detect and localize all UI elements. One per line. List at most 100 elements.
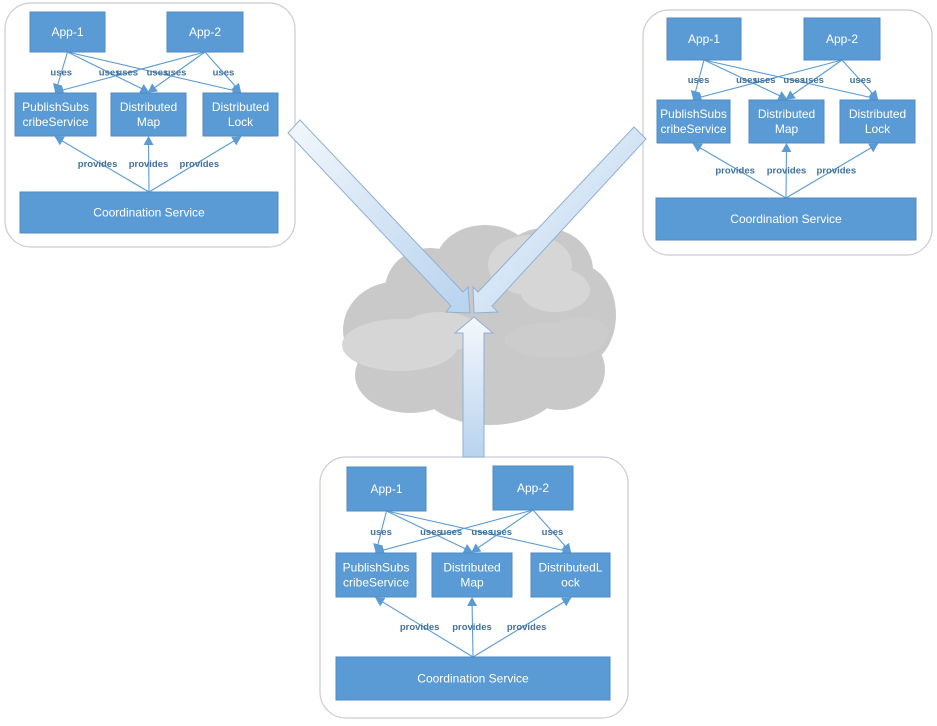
app-node-label: App-1 [688,32,720,46]
uses-edge [386,510,473,554]
service-node-label: PublishSubs [343,561,410,575]
service-node-box[interactable] [530,552,611,598]
connection-arrow-top-right [472,126,647,314]
app-node-label: App-2 [517,481,549,495]
app-node-box[interactable] [492,465,574,511]
uses-edge [386,510,572,556]
uses-edge [703,59,788,101]
coordination-service-label: Coordination Service [417,672,529,686]
coordination-service-label: Coordination Service [730,212,842,226]
provides-edge [467,597,478,658]
uses-edge [785,59,843,100]
service-node-label: DistributedL [538,561,602,575]
provides-edge [375,597,474,658]
connection-arrow-top-left [287,119,471,314]
uses-edge [147,51,206,93]
coordination-service-box[interactable] [335,656,611,701]
provides-label: provides [400,622,440,633]
service-node-label: Distributed [212,100,269,114]
app-node-box[interactable] [803,17,881,61]
provides-edge [143,136,154,193]
service-node-box[interactable] [202,92,279,137]
uses-edge [471,509,534,553]
provides-label: provides [129,159,169,170]
app-node-box[interactable] [666,17,742,61]
coordination-service-box[interactable] [19,191,279,234]
service-node-label: Map [137,115,161,129]
uses-label: uses [213,68,235,79]
app-node-2[interactable]: App-2 [803,17,881,61]
uses-label: uses [736,75,758,86]
uses-label: uses [471,527,493,538]
app-node-box[interactable] [29,11,106,53]
edges [373,509,572,658]
uses-edge [841,59,879,100]
uses-label: uses [542,527,564,538]
app-node-label: App-2 [189,25,221,39]
coordination-service-node[interactable]: Coordination Service [19,191,279,234]
uses-edge [703,59,879,103]
uses-label: uses [490,527,512,538]
edges [53,51,242,193]
app-node-label: App-1 [370,482,402,496]
provides-edge [785,143,879,199]
service-node-box[interactable] [431,552,513,598]
uses-label: uses [99,68,121,79]
app-node-box[interactable] [346,466,427,512]
app-node-2[interactable]: App-2 [492,465,574,511]
uses-label: uses [147,68,169,79]
provides-edge [781,143,792,199]
service-node-label: Map [460,576,484,590]
uses-label: uses [783,75,805,86]
uses-label: uses [370,527,392,538]
coordination-service-node[interactable]: Coordination Service [335,656,611,701]
uses-label: uses [420,527,442,538]
app-node-1[interactable]: App-1 [346,466,427,512]
service-node-box[interactable] [839,99,916,144]
app-node-1[interactable]: App-1 [29,11,106,53]
provides-edge [472,597,572,658]
uses-edge [532,509,572,553]
uses-label: uses [850,75,872,86]
coordination-service-node[interactable]: Coordination Service [655,197,917,241]
app-node-1[interactable]: App-1 [666,17,742,61]
service-node-label: Distributed [443,561,500,575]
service-node-box[interactable] [14,92,97,137]
uses-edge [375,509,534,555]
uses-edge [204,51,242,93]
service-node-label: Distributed [758,107,815,121]
service-node-box[interactable] [748,99,825,144]
uses-label: uses [165,68,187,79]
coordination-service-label: Coordination Service [93,206,205,220]
service-node-label: ock [561,576,581,590]
service-node-label: cribeService [22,115,88,129]
app-node-2[interactable]: App-2 [166,11,244,53]
coordination-service-box[interactable] [655,197,917,241]
service-node-label: Map [775,122,799,136]
service-node-label: PublishSubs [660,107,727,121]
provides-edge [54,136,150,193]
uses-label: uses [802,75,824,86]
uses-label: uses [754,75,776,86]
uses-label: uses [50,68,72,79]
connection-arrow-bottom [453,316,495,458]
uses-label: uses [688,75,710,86]
service-node-box[interactable] [335,552,417,598]
service-node-box[interactable] [656,99,731,144]
service-node-box[interactable] [110,92,187,137]
service-node-label: Distributed [120,100,177,114]
edges [690,59,879,199]
app-node-box[interactable] [166,11,244,53]
